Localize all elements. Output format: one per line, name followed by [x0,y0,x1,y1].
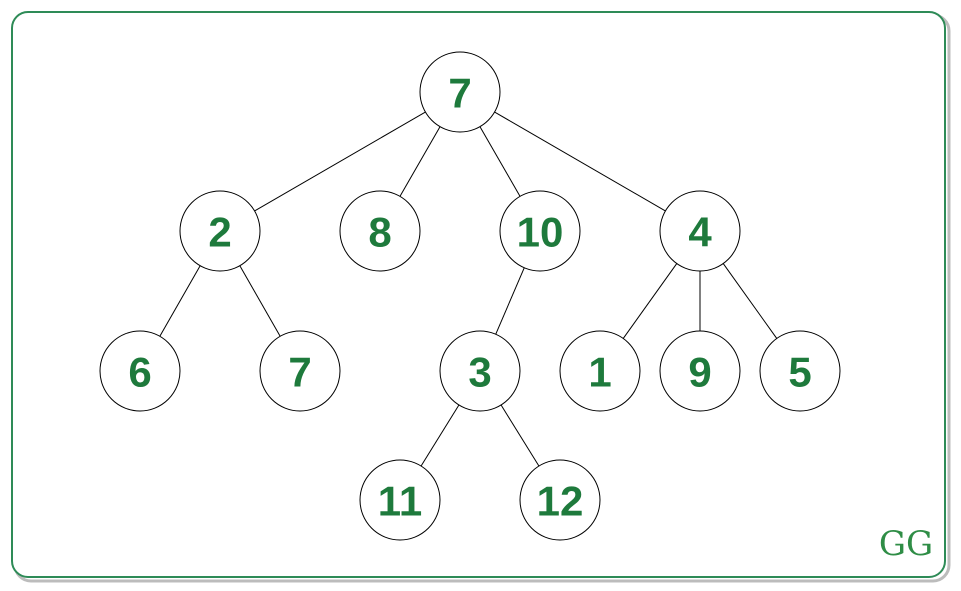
edge-n3-n7 [495,267,525,335]
node-label: 1 [588,349,611,396]
node-label: 4 [688,209,712,256]
node-circle [659,190,741,272]
nodes-layer: 7 2 8 10 4 6 7 3 1 9 5 11 12 [99,51,841,541]
node-circle [439,330,521,412]
node-circle [559,330,641,412]
tree-node: 9 [659,330,741,412]
edge-n7-n11 [420,404,460,467]
edge-n1-n5 [159,265,201,337]
edge-n0-n3 [479,126,521,197]
node-label: 11 [378,478,422,525]
node-circle [99,330,181,412]
tree-node: 10 [499,190,581,272]
node-label: 6 [128,349,151,396]
edge-n4-n8 [622,263,678,339]
node-label: 7 [448,70,471,117]
edge-n1-n6 [239,265,281,337]
node-circle [519,459,601,541]
logo-text: GG [879,524,933,564]
tree-node: 3 [439,330,521,412]
node-label: 8 [368,209,391,256]
node-circle [359,459,441,541]
tree-node: 7 [419,51,501,133]
edge-n0-n1 [254,111,426,212]
edge-n0-n4 [494,111,666,212]
node-circle [659,330,741,412]
node-label: 5 [788,349,811,396]
tree-node: 1 [559,330,641,412]
geeksforgeeks-logo-icon: GG [879,524,933,564]
tree-node: 2 [179,190,261,272]
node-circle [179,190,261,272]
node-circle [759,330,841,412]
tree-node: 7 [259,330,341,412]
edge-n4-n10 [722,263,778,339]
node-label: 3 [468,349,491,396]
tree-node: 5 [759,330,841,412]
edges-layer [159,111,778,467]
node-label: 2 [208,209,231,256]
node-circle [499,190,581,272]
tree-node: 6 [99,330,181,412]
node-label: 12 [537,478,584,525]
node-label: 10 [517,209,564,256]
tree-node: 4 [659,190,741,272]
node-label: 9 [688,349,711,396]
card-frame [11,11,946,578]
tree-node: 12 [519,459,601,541]
edge-n0-n2 [399,126,441,197]
tree-node: 8 [339,190,421,272]
tree-node: 11 [359,459,441,541]
node-circle [259,330,341,412]
node-circle [419,51,501,133]
node-label: 7 [288,349,311,396]
node-circle [339,190,421,272]
edge-n7-n12 [500,404,540,467]
